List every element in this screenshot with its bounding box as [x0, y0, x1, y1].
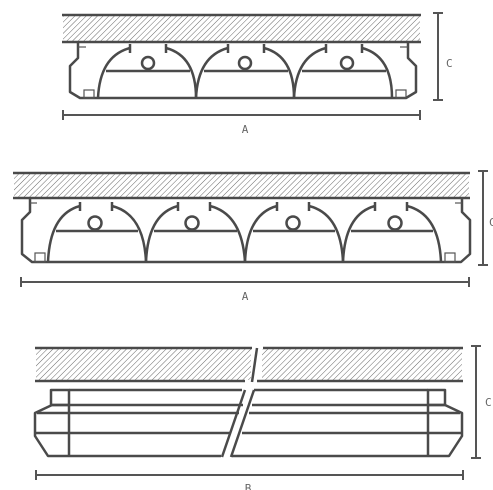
middle-reflector-4	[341, 202, 443, 263]
mount-block-right	[426, 388, 447, 407]
lamp-icon	[285, 215, 301, 231]
bottom-body-left	[33, 403, 243, 458]
lamp-icon	[87, 215, 103, 231]
top-reflector-1	[96, 44, 198, 99]
top-dimension-a-label: A	[242, 123, 249, 136]
bottom-ceiling-hatch-right	[262, 349, 462, 380]
top-ceiling-hatch	[63, 16, 420, 42]
lamp-icon	[184, 215, 200, 231]
bottom-dimension-c-label: C	[485, 396, 492, 409]
middle-housing	[20, 199, 472, 264]
bottom-body-right	[232, 403, 464, 458]
lamp-icon	[140, 55, 156, 71]
lamp-icon	[237, 55, 253, 71]
lamp-icon	[339, 55, 355, 71]
top-housing	[68, 43, 418, 100]
mount-block-left	[49, 388, 71, 407]
middle-ceiling-hatch	[14, 174, 469, 198]
top-dimension-c: C	[433, 12, 453, 101]
middle-dimension-c-label: C	[489, 216, 493, 229]
bottom-fixture-view: B C	[33, 345, 492, 490]
middle-reflector-2	[144, 202, 247, 263]
top-dimension-c-label: C	[446, 57, 453, 70]
bottom-dimension-b: B	[35, 470, 464, 490]
middle-fixture-view: A C	[13, 170, 493, 303]
middle-dimension-a-label: A	[242, 290, 249, 303]
middle-dimension-a: A	[20, 277, 470, 303]
middle-dimension-c: C	[478, 170, 493, 266]
top-reflector-2	[194, 44, 296, 99]
top-dimension-a: A	[62, 110, 421, 136]
bottom-dimension-c: C	[471, 345, 492, 459]
top-fixture-view: A C	[62, 12, 453, 136]
top-reflector-3	[292, 44, 394, 99]
bottom-ceiling-hatch-left	[36, 349, 251, 380]
lamp-icon	[387, 215, 403, 231]
middle-reflector-1	[46, 202, 148, 263]
bottom-dimension-b-label: B	[245, 482, 252, 490]
middle-reflector-3	[243, 202, 345, 263]
